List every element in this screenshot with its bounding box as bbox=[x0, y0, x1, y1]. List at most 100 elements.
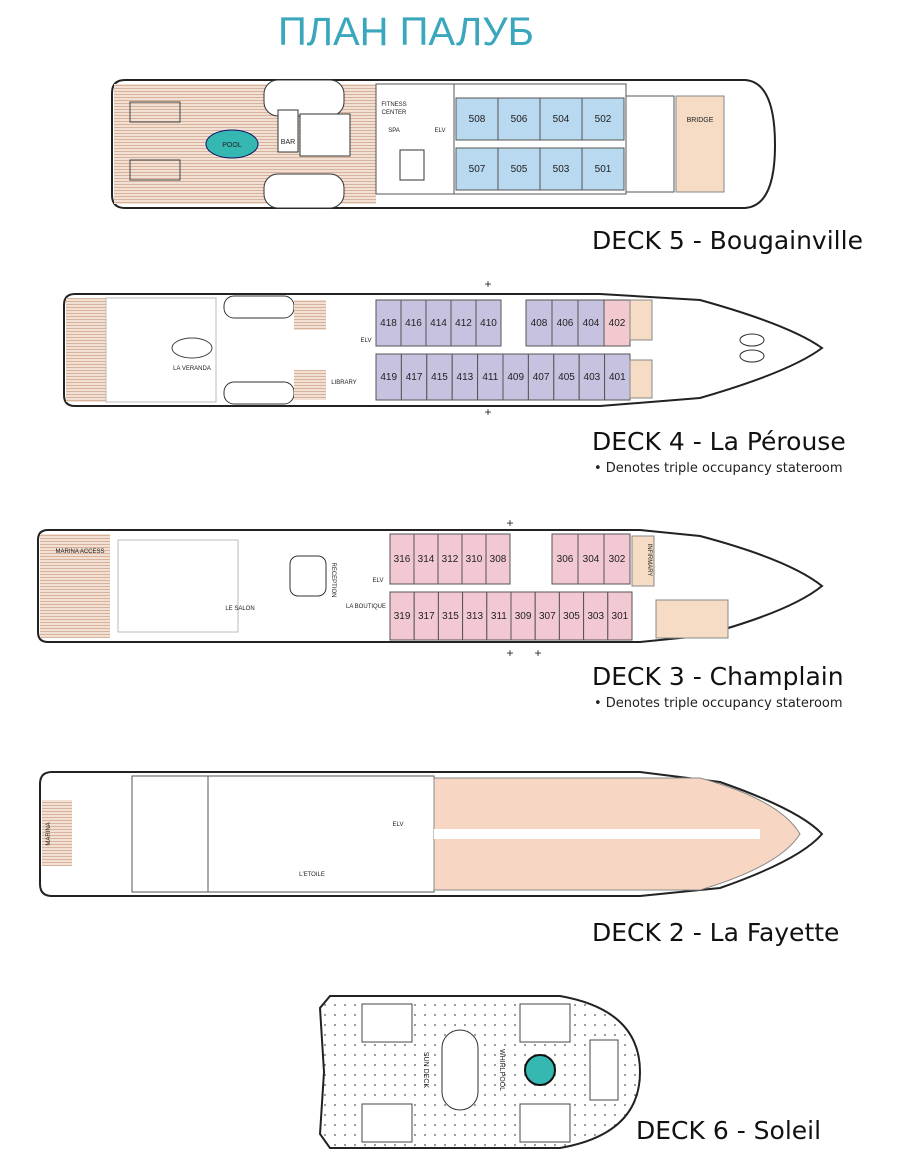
deck5-spa-label: SPA bbox=[388, 128, 400, 134]
deck3-cabin-number: 313 bbox=[466, 611, 483, 622]
deck3-reception-label: RECEPTION bbox=[330, 562, 336, 597]
deck4-cabin-414 bbox=[425, 299, 452, 347]
deck4-cabin-number: 416 bbox=[405, 318, 422, 329]
deck3-cabin-306 bbox=[551, 533, 579, 585]
deck4-cabin-419 bbox=[375, 353, 402, 401]
deck4-plan: LA VERANDA ELV LIBRARY 418 416 414 412 410 40… bbox=[63, 277, 824, 419]
deck3-cabin-number: 302 bbox=[609, 554, 626, 565]
deck5-center-label: CENTER bbox=[382, 110, 407, 116]
deck3-cabin-number: 315 bbox=[442, 611, 459, 622]
deck5-cabin-502 bbox=[581, 97, 625, 141]
deck5-elv-label: ELV bbox=[435, 128, 446, 134]
deck5-label: DECK 5 - Bougainville bbox=[592, 226, 863, 255]
deck4-cabin-407 bbox=[527, 353, 555, 401]
deck4-library-label: LIBRARY bbox=[331, 380, 357, 386]
deck5-cabin-507 bbox=[455, 147, 499, 191]
deck5-cabin-506 bbox=[497, 97, 541, 141]
deck4-label: DECK 4 - La Pérouse bbox=[592, 427, 846, 456]
deck5-bar-label: BAR bbox=[281, 139, 295, 146]
deck4-cabin-number: 417 bbox=[406, 372, 423, 383]
deck3-cabin-number: 303 bbox=[587, 611, 604, 622]
deck6-whirlpool-label: WHIRLPOOL bbox=[498, 1049, 505, 1091]
deck3-salon-label: LE SALON bbox=[225, 606, 254, 612]
deck5-cabin-number: 503 bbox=[553, 164, 570, 175]
deck3-infirmary-label: INFIRMARY bbox=[646, 544, 652, 577]
deck3-cabin-number: 317 bbox=[418, 611, 435, 622]
deck3-cabin-303 bbox=[583, 591, 609, 641]
deck4-cabin-number: 413 bbox=[457, 372, 474, 383]
deck3-cabin-313 bbox=[462, 591, 488, 641]
deck5-bridge-label: BRIDGE bbox=[687, 117, 714, 124]
deck4-cabin-number: 414 bbox=[430, 318, 447, 329]
deck4-cabin-number: 401 bbox=[609, 372, 626, 383]
deck5-cabin-number: 506 bbox=[511, 114, 528, 125]
svg-text:+: + bbox=[484, 277, 491, 291]
deck4-cabin-408 bbox=[525, 299, 553, 347]
deck4-cabin-417 bbox=[400, 353, 428, 401]
deck3-cabin-305 bbox=[558, 591, 585, 641]
deck3-cabin-304 bbox=[577, 533, 605, 585]
deck4-cabin-406 bbox=[551, 299, 579, 347]
deck4-cabin-number: 410 bbox=[480, 318, 497, 329]
deck5-cabin-number: 508 bbox=[469, 114, 486, 125]
svg-text:+: + bbox=[506, 646, 513, 660]
deck5-pool-label: POOL bbox=[222, 142, 242, 149]
deck5-cabin-number: 504 bbox=[553, 114, 570, 125]
deck2-marina-label: MARINA bbox=[46, 822, 52, 845]
deck3-cabin-number: 305 bbox=[563, 611, 580, 622]
deck4-cabin-number: 404 bbox=[583, 318, 600, 329]
deck4-cabin-412 bbox=[450, 299, 477, 347]
deck3-cabin-number: 306 bbox=[557, 554, 574, 565]
deck2-label: DECK 2 - La Fayette bbox=[592, 918, 840, 947]
deck3-boutique-label: LA BOUTIQUE bbox=[346, 604, 386, 610]
deck3-elv-label: ELV bbox=[373, 578, 384, 584]
deck3-note: • Denotes triple occupancy stateroom bbox=[594, 696, 843, 711]
deck4-cabin-number: 411 bbox=[482, 372, 498, 383]
deck4-cabin-404 bbox=[577, 299, 605, 347]
deck4-cabin-number: 403 bbox=[584, 372, 601, 383]
deck4-cabin-number: 402 bbox=[609, 318, 626, 329]
svg-text:+: + bbox=[506, 516, 513, 530]
page-title: ПЛАН ПАЛУБ bbox=[278, 10, 534, 54]
deck3-cabin-311 bbox=[486, 591, 512, 641]
deck3-cabin-number: 310 bbox=[466, 554, 483, 565]
deck3-cabin-309 bbox=[510, 591, 536, 641]
deck5-cabin-501 bbox=[581, 147, 625, 191]
deck4-cabin-number: 419 bbox=[380, 372, 397, 383]
deck3-cabin-number: 309 bbox=[515, 611, 532, 622]
deck4-cabin-416 bbox=[400, 299, 427, 347]
deck4-cabin-number: 407 bbox=[533, 372, 550, 383]
deck3-cabin-number: 316 bbox=[394, 554, 411, 565]
svg-text:+: + bbox=[484, 405, 491, 419]
deck3-cabin-307 bbox=[534, 591, 560, 641]
deck4-note: • Denotes triple occupancy stateroom bbox=[594, 461, 843, 476]
deck5-cabin-number: 502 bbox=[595, 114, 612, 125]
deck4-cabin-number: 405 bbox=[558, 372, 575, 383]
deck4-cabin-number: 418 bbox=[380, 318, 397, 329]
deck4-cabin-418 bbox=[375, 299, 402, 347]
deck3-cabin-308 bbox=[485, 533, 511, 585]
deck3-cabin-number: 301 bbox=[612, 611, 629, 622]
deck2-plan: MARINA L'ETOILE ELV bbox=[39, 771, 824, 897]
deck4-veranda-label: LA VERANDA bbox=[173, 366, 211, 372]
deck3-cabin-302 bbox=[603, 533, 631, 585]
deck3-cabin-number: 307 bbox=[539, 611, 556, 622]
deck4-cabin-number: 408 bbox=[531, 318, 548, 329]
deck5-cabin-number: 507 bbox=[469, 164, 486, 175]
deck6-plan: SUN DECK WHIRLPOOL bbox=[318, 995, 642, 1149]
deck3-cabin-number: 312 bbox=[442, 554, 459, 565]
deck3-cabin-301 bbox=[607, 591, 633, 641]
deck6-label: DECK 6 - Soleil bbox=[636, 1116, 822, 1145]
deck4-cabin-409 bbox=[502, 353, 529, 401]
deck4-cabin-402 bbox=[603, 299, 631, 347]
deck4-cabin-number: 412 bbox=[455, 318, 472, 329]
deck2-etoile-label: L'ETOILE bbox=[299, 872, 325, 878]
deck5-cabin-505 bbox=[497, 147, 541, 191]
deck4-elv-label: ELV bbox=[361, 338, 372, 344]
deck5-cabin-508 bbox=[455, 97, 499, 141]
deck3-cabin-number: 314 bbox=[418, 554, 435, 565]
